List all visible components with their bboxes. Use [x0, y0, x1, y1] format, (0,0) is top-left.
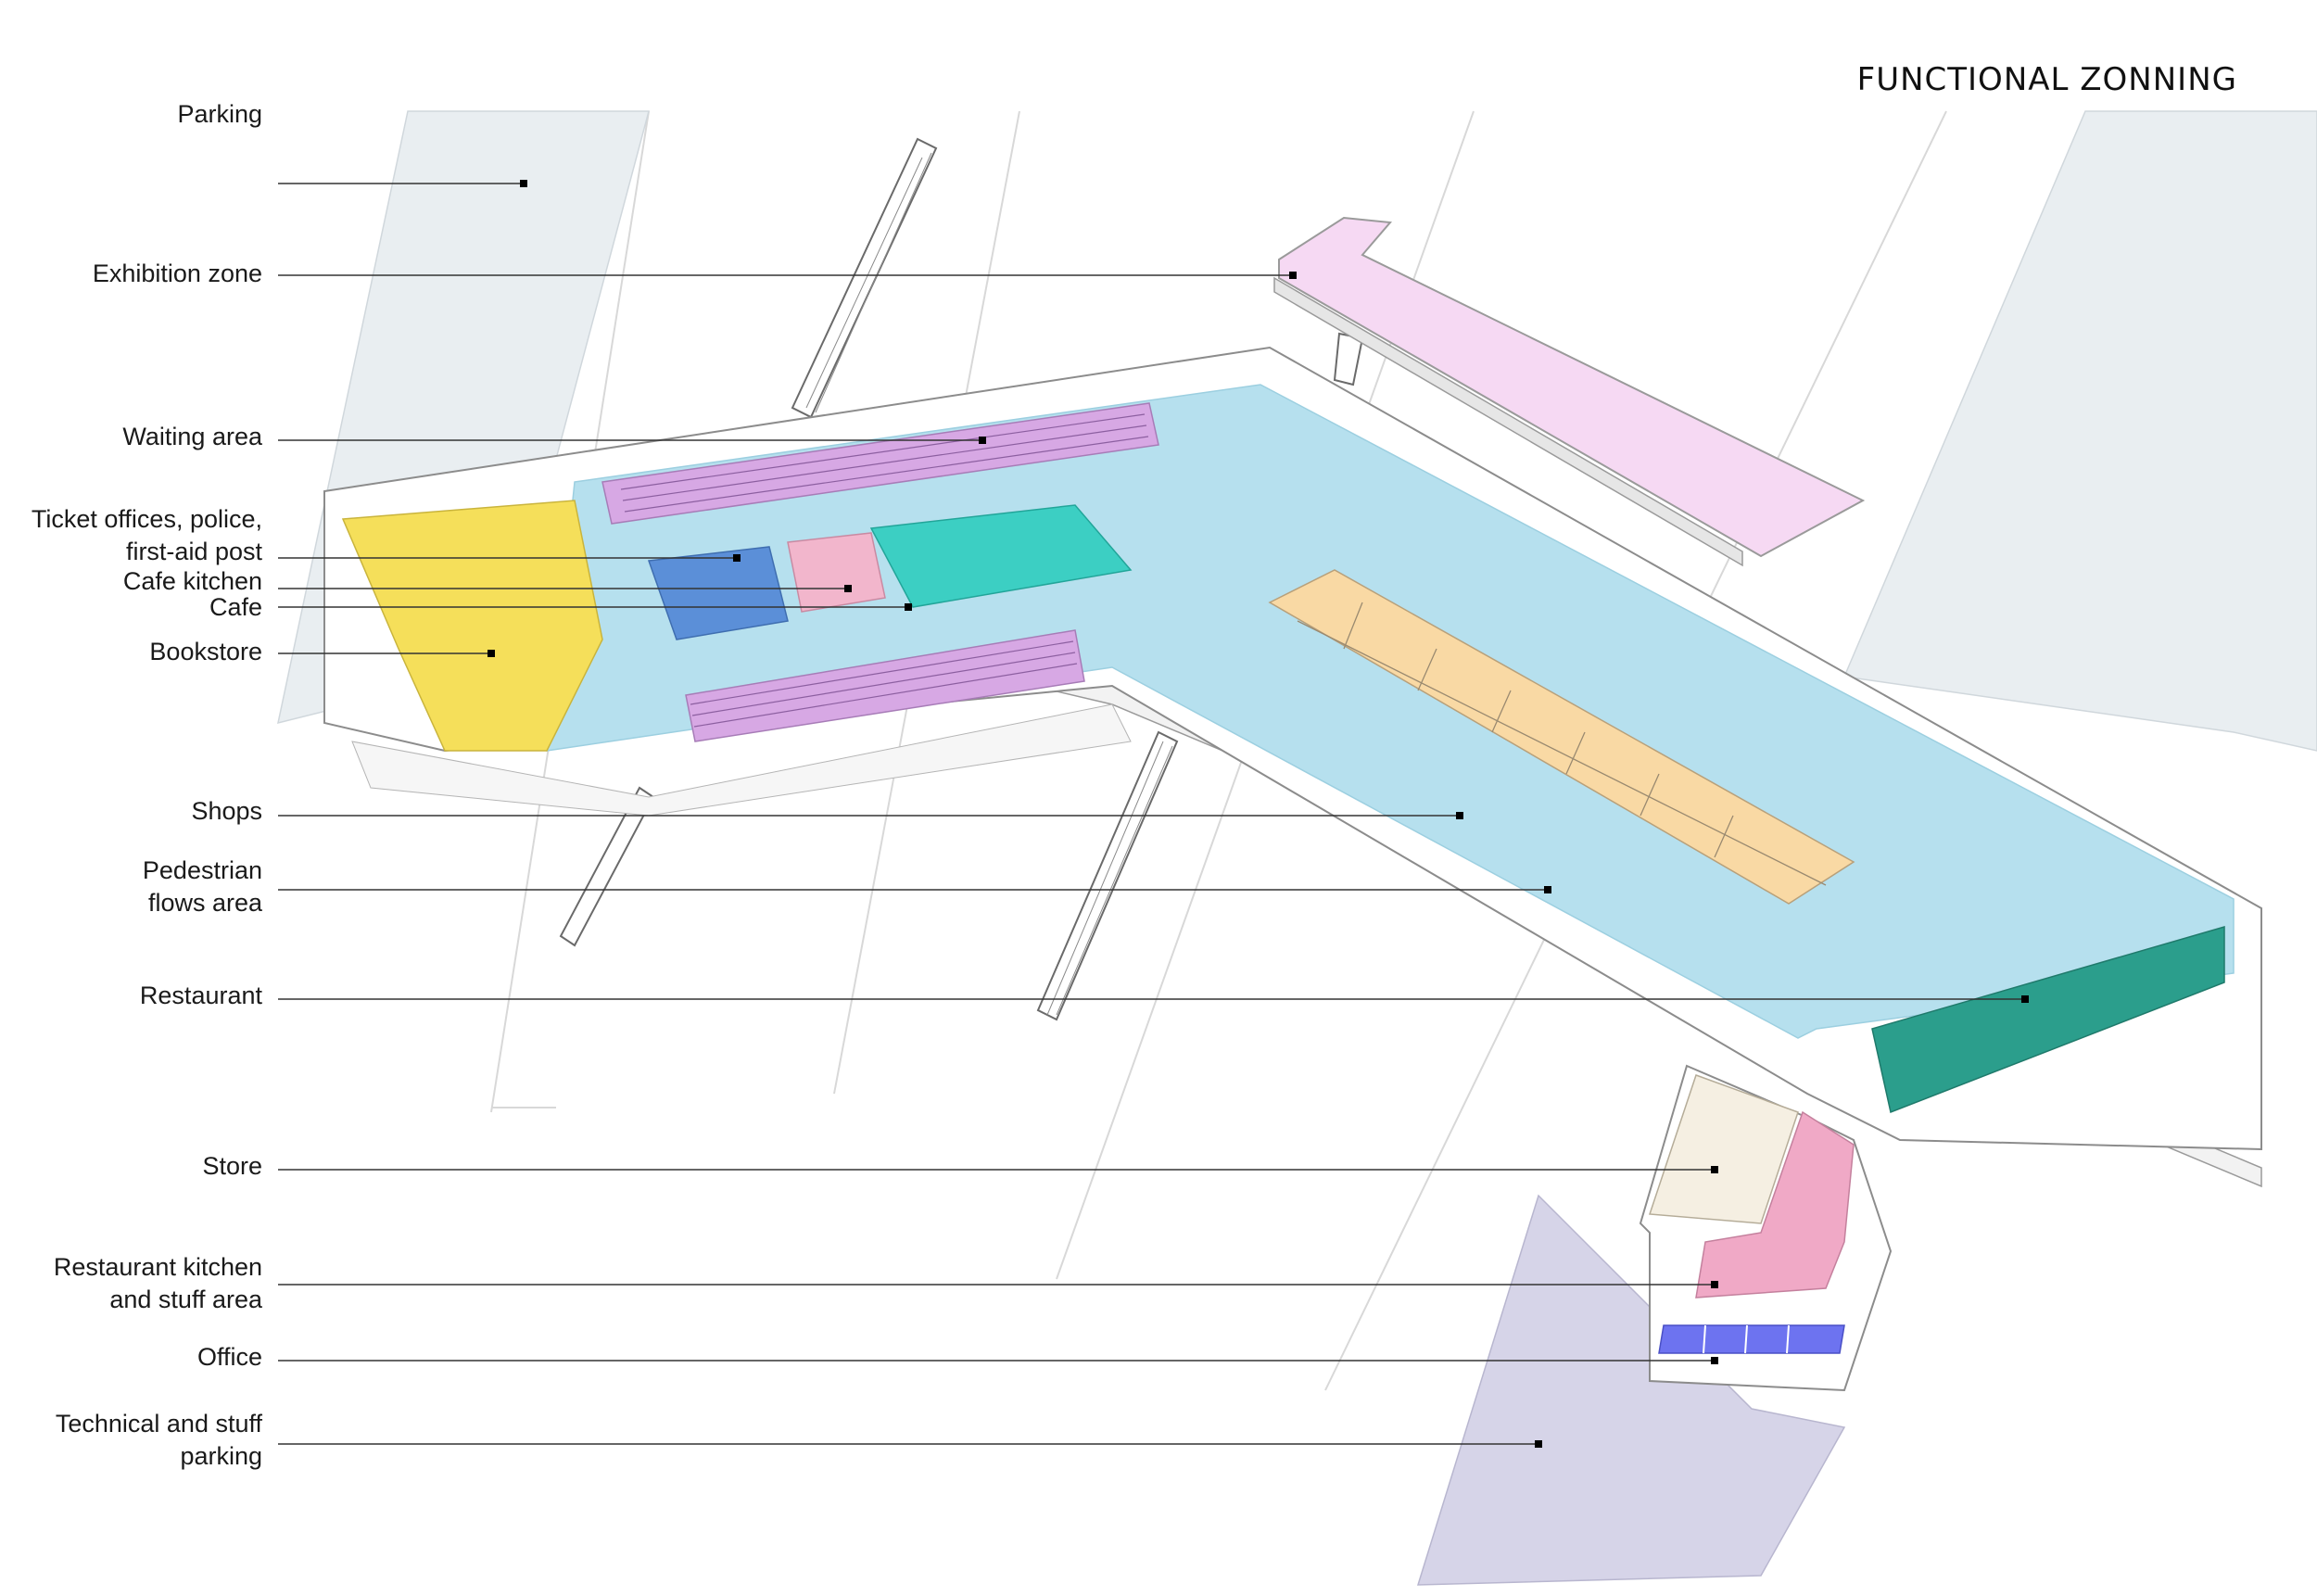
cafe-kitchen-marker [844, 585, 852, 592]
pedestrian-marker [1544, 886, 1551, 893]
restaurant-label-line: Restaurant [139, 982, 262, 1009]
restaurant-kitchen-marker [1711, 1281, 1718, 1288]
exhibition-marker [1289, 272, 1297, 279]
cafe-kitchen-label-line: Cafe kitchen [122, 567, 262, 595]
shops-label-line: Shops [191, 797, 262, 825]
cafe-kitchen-zone [787, 532, 886, 613]
pedestrian-label-line: Pedestrian [142, 856, 262, 884]
pedestrian-label-line: flows area [147, 889, 262, 917]
shop-partitions [1297, 602, 1827, 886]
tech-parking-label: Technical and stuff parking [0, 1408, 262, 1473]
office-zone [1658, 1324, 1845, 1354]
leader-markers [487, 180, 2029, 1448]
restaurant-marker [2021, 995, 2029, 1003]
restaurant-kitchen-label: Restaurant kitchen and stuff area [0, 1251, 262, 1316]
ticket-offices-zone [647, 546, 789, 640]
ticket-label-line: Ticket offices, police, [31, 505, 262, 533]
cafe-label-line: Cafe [209, 593, 262, 621]
parking-marker [520, 180, 527, 187]
restaurant-kitchen-label-line: and stuff area [109, 1286, 262, 1313]
ticket-label: Ticket offices, police, first-aid post [0, 503, 262, 568]
parking-area-right [1842, 110, 2317, 752]
store-marker [1711, 1166, 1718, 1173]
exhibition-slab-side [1273, 276, 1743, 567]
store-label-line: Store [202, 1152, 262, 1180]
exhibition-label-line: Exhibition zone [92, 260, 262, 287]
cafe-marker [905, 603, 912, 611]
office-label-line: Office [196, 1343, 262, 1371]
parking-label-line: Parking [177, 100, 262, 128]
truss-supports [559, 137, 1364, 1021]
tech-parking-area [1416, 1194, 1846, 1586]
office-partitions [1703, 1324, 1790, 1354]
bookstore-label: Bookstore [0, 636, 262, 668]
tech-parking-marker [1535, 1440, 1542, 1448]
office-marker [1711, 1357, 1718, 1364]
tech-parking-label-line: Technical and stuff [55, 1410, 262, 1438]
restaurant-kitchen-zone [1695, 1110, 1855, 1298]
cafe-kitchen-label: Cafe kitchen [0, 565, 262, 598]
waiting-seat-rows [620, 413, 1149, 728]
shops-label: Shops [0, 795, 262, 828]
waiting-label: Waiting area [0, 421, 262, 453]
leader-lines [278, 183, 2025, 1445]
tech-parking-label-line: parking [180, 1442, 262, 1470]
shops-marker [1456, 812, 1463, 819]
bookstore-marker [487, 650, 495, 657]
waiting-label-line: Waiting area [122, 423, 262, 450]
exhibition-label: Exhibition zone [0, 258, 262, 290]
ticket-marker [733, 554, 741, 562]
restaurant-zone [1871, 926, 2225, 1114]
store-zone [1648, 1074, 1799, 1224]
pedestrian-label: Pedestrian flows area [0, 855, 262, 919]
restaurant-label: Restaurant [0, 980, 262, 1012]
waiting-area-bottom [685, 629, 1085, 742]
page-title: FUNCTIONAL ZONNING [1856, 61, 2237, 98]
cafe-zone [869, 504, 1133, 608]
office-label: Office [0, 1341, 262, 1374]
shops-zone [1268, 569, 1855, 905]
cafe-label: Cafe [0, 591, 262, 624]
restaurant-kitchen-label-line: Restaurant kitchen [53, 1253, 262, 1281]
store-label: Store [0, 1150, 262, 1183]
parking-label: Parking [0, 98, 262, 131]
exhibition-zone [1278, 216, 1866, 558]
bookstore-zone [341, 500, 603, 752]
waiting-marker [979, 437, 986, 444]
ticket-label-line: first-aid post [125, 538, 262, 565]
platform-understructure [351, 703, 1132, 817]
bookstore-label-line: Bookstore [149, 638, 262, 665]
